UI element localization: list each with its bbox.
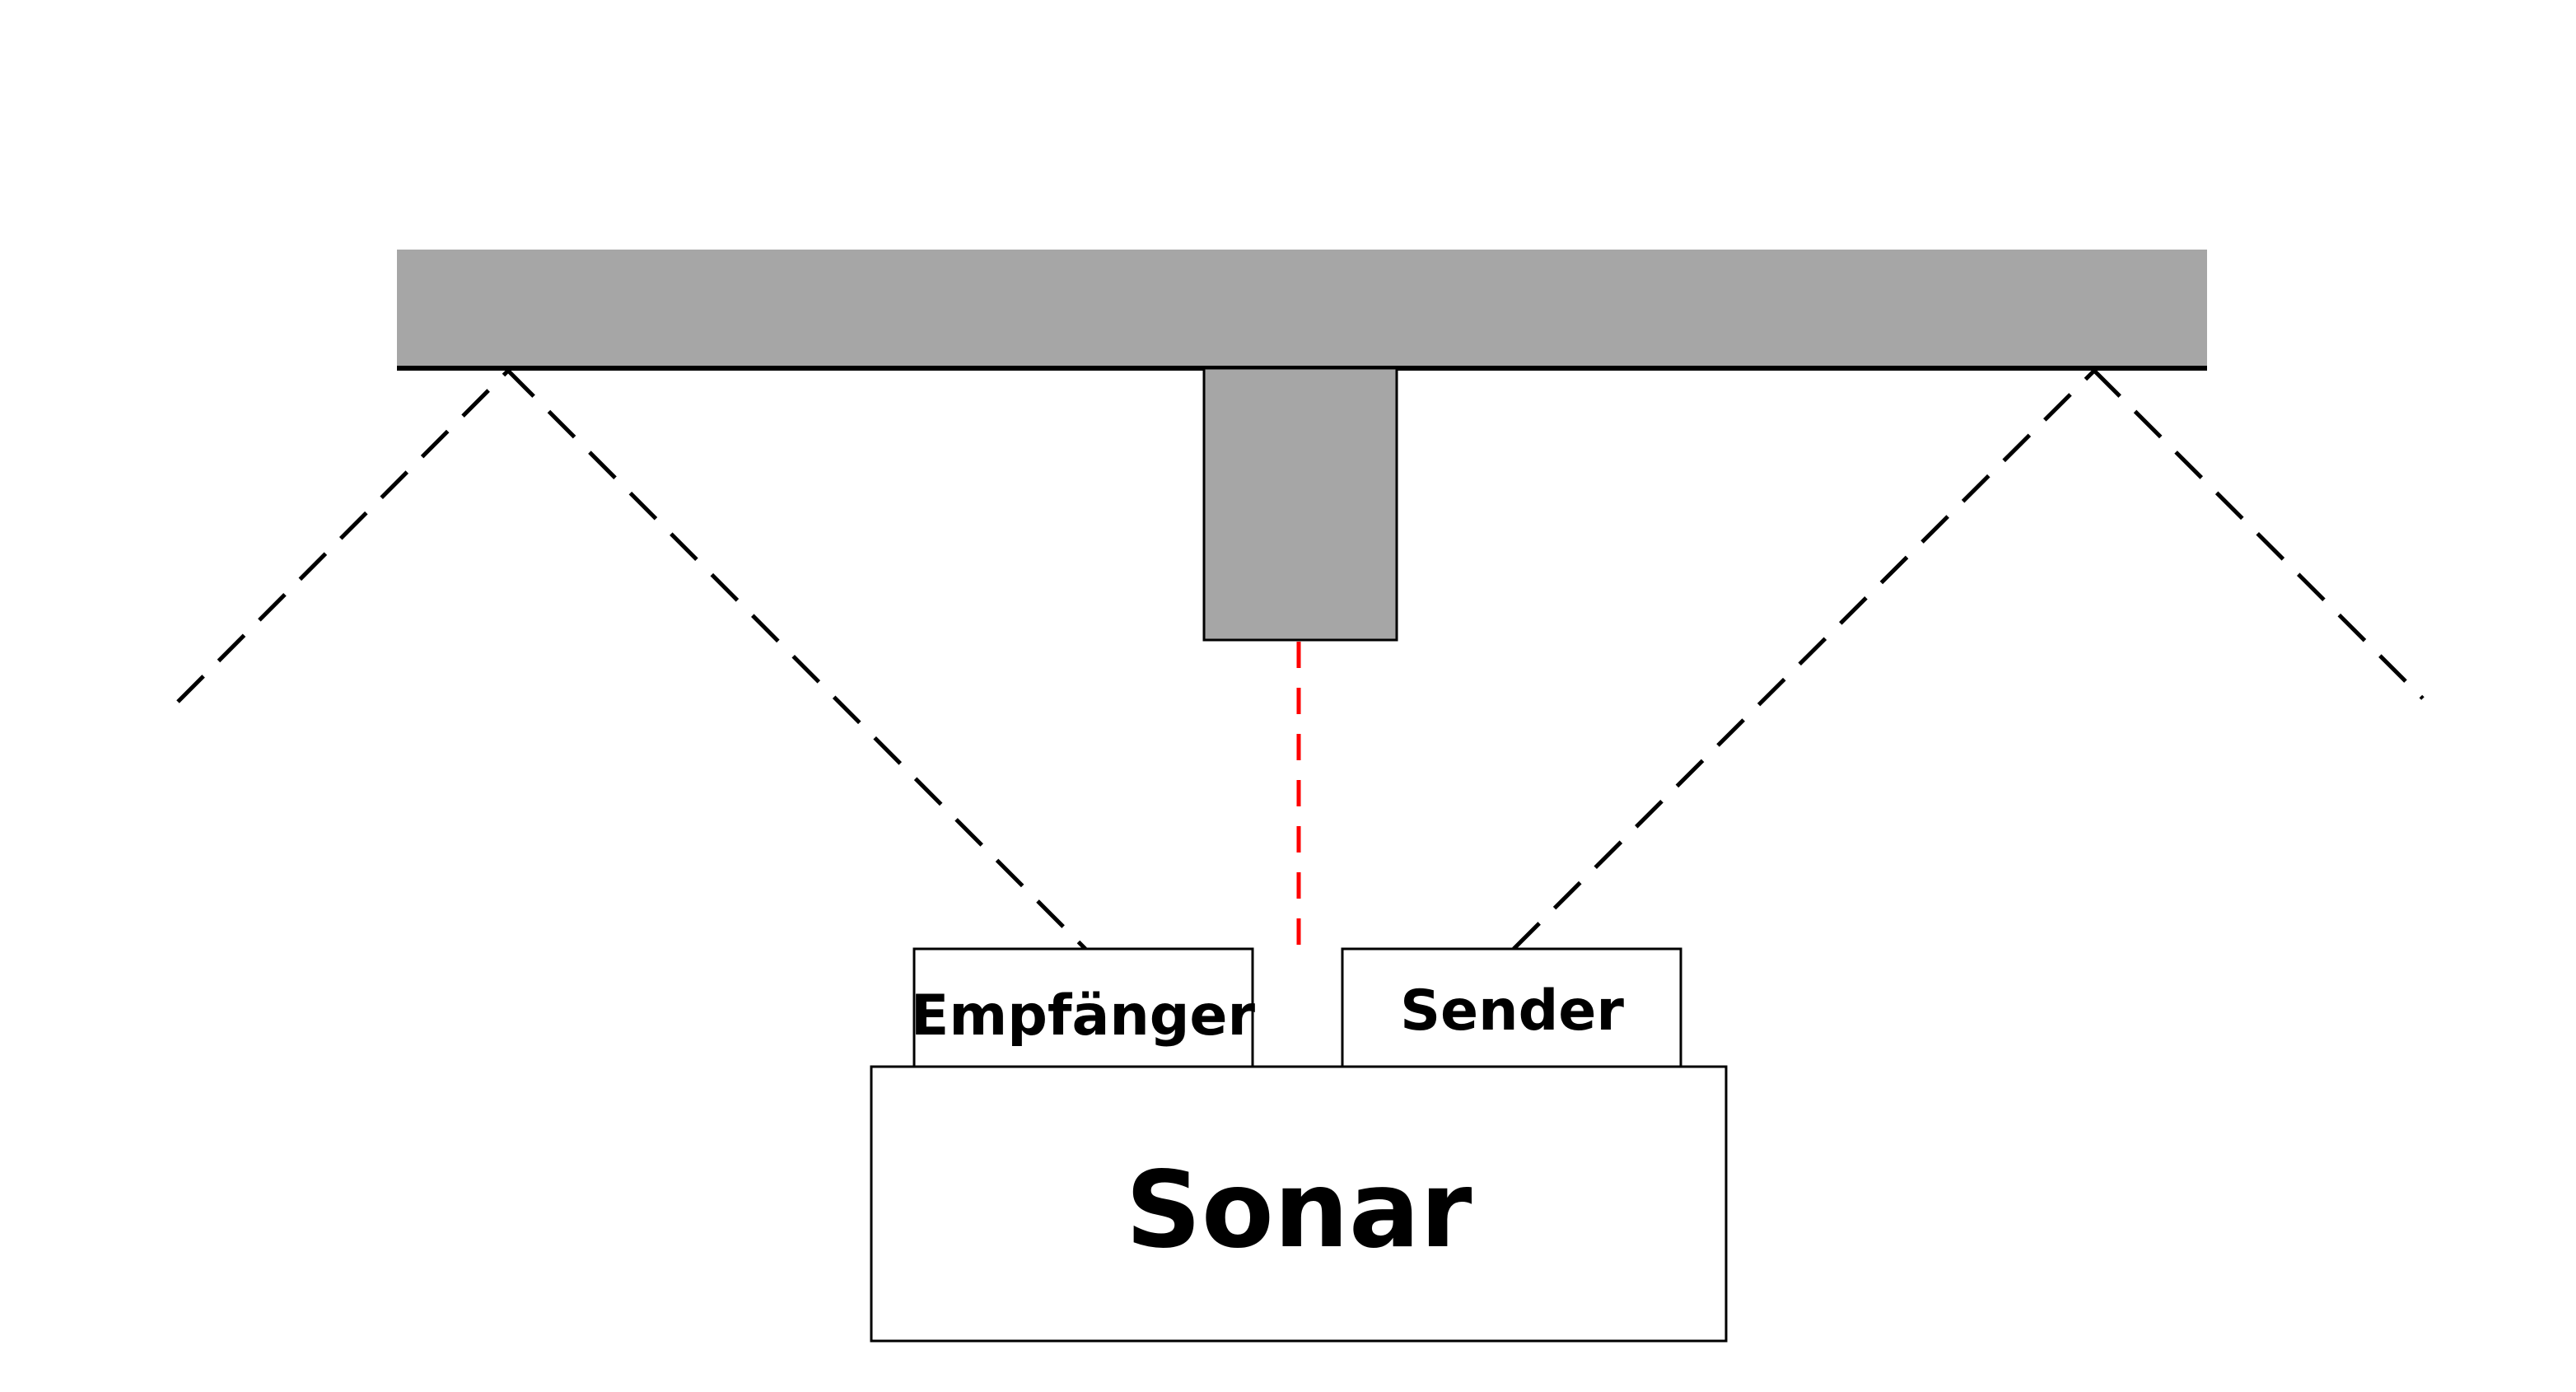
- obstacle-block: [1202, 367, 1398, 642]
- sonar-box: [870, 1065, 1728, 1343]
- left-reflection-outgoing: [176, 369, 510, 703]
- right-reflection-outgoing: [1512, 369, 2096, 951]
- sender-label: Sender: [1400, 979, 1624, 1044]
- left-reflection-return: [506, 369, 1087, 951]
- reflecting-surface: [397, 250, 2207, 368]
- sender-box: [1341, 947, 1682, 1068]
- receiver-label: Empfänger: [911, 983, 1256, 1049]
- sonar-label: Sonar: [1126, 1149, 1472, 1272]
- right-reflection-return: [2093, 369, 2424, 700]
- receiver-box: [912, 947, 1254, 1068]
